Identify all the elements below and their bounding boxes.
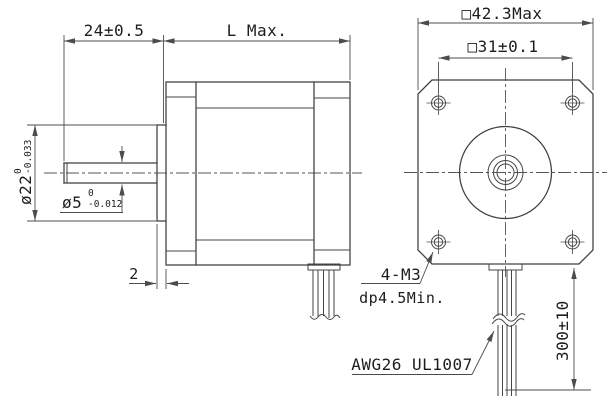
shaft-diameter-upper-tol: 0 (88, 188, 94, 199)
mounting-holes-note-line1: 4-M3 (381, 265, 422, 284)
pilot-diameter-lower-tol: -0.033 (23, 140, 34, 174)
dim-shaft-diameter: ø5 0 -0.012 (60, 146, 125, 213)
side-view: 24±0.5 L Max. ø22 0 -0.033 ø5 0 -0 (13, 21, 362, 320)
dim-shaft-length: 24±0.5 (63, 21, 164, 161)
shaft-chamfer-circle (496, 163, 515, 182)
pilot-circle (458, 125, 553, 220)
dim-hole-spacing: □31±0.1 (438, 37, 573, 92)
note-lead-wire: AWG26 UL1007 (351, 330, 495, 375)
lead-wires-front (488, 263, 526, 396)
dim-pilot-thickness: 2 (129, 224, 189, 289)
note-mounting-holes: 4-M3 dp4.5Min. (359, 251, 445, 307)
lead-wire-note-label: AWG26 UL1007 (351, 355, 473, 374)
dim-body-length: L Max. (163, 21, 351, 80)
hole-spacing-label: □31±0.1 (468, 37, 539, 56)
dim-body-width: □42.3Max (417, 4, 594, 90)
dim-lead-length: 300±10 (505, 268, 591, 391)
shaft-circle (493, 160, 518, 185)
mounting-holes-note-line2: dp4.5Min. (359, 289, 445, 307)
bearing-boss-circle (487, 154, 524, 191)
shaft-diameter-lower-tol: -0.012 (88, 199, 122, 210)
lead-wires-side (307, 263, 341, 320)
mounting-hole-bottom-right (560, 230, 585, 254)
pilot-diameter-upper-tol: 0 (13, 168, 24, 174)
body-width-label: □42.3Max (461, 4, 542, 23)
mounting-hole-top-left (426, 91, 451, 115)
lead-length-label: 300±10 (553, 300, 572, 361)
mounting-hole-bottom-left (426, 230, 451, 254)
shaft-diameter-label: ø5 (62, 193, 82, 212)
front-view: □42.3Max □31±0.1 4-M3 dp4.5Min. AWG26 UL… (351, 4, 607, 396)
motor-body-side (165, 81, 351, 266)
shaft-length-label: 24±0.5 (84, 21, 145, 40)
pilot-boss (156, 124, 167, 222)
motor-face (417, 79, 594, 265)
shaft (63, 162, 158, 184)
body-length-label: L Max. (227, 21, 288, 40)
dim-pilot-diameter: ø22 0 -0.033 (13, 124, 156, 222)
pilot-thickness-label: 2 (129, 265, 139, 283)
pilot-diameter-label: ø22 (16, 175, 35, 205)
wire-break-mark (492, 313, 526, 322)
mounting-hole-top-right (560, 91, 585, 115)
